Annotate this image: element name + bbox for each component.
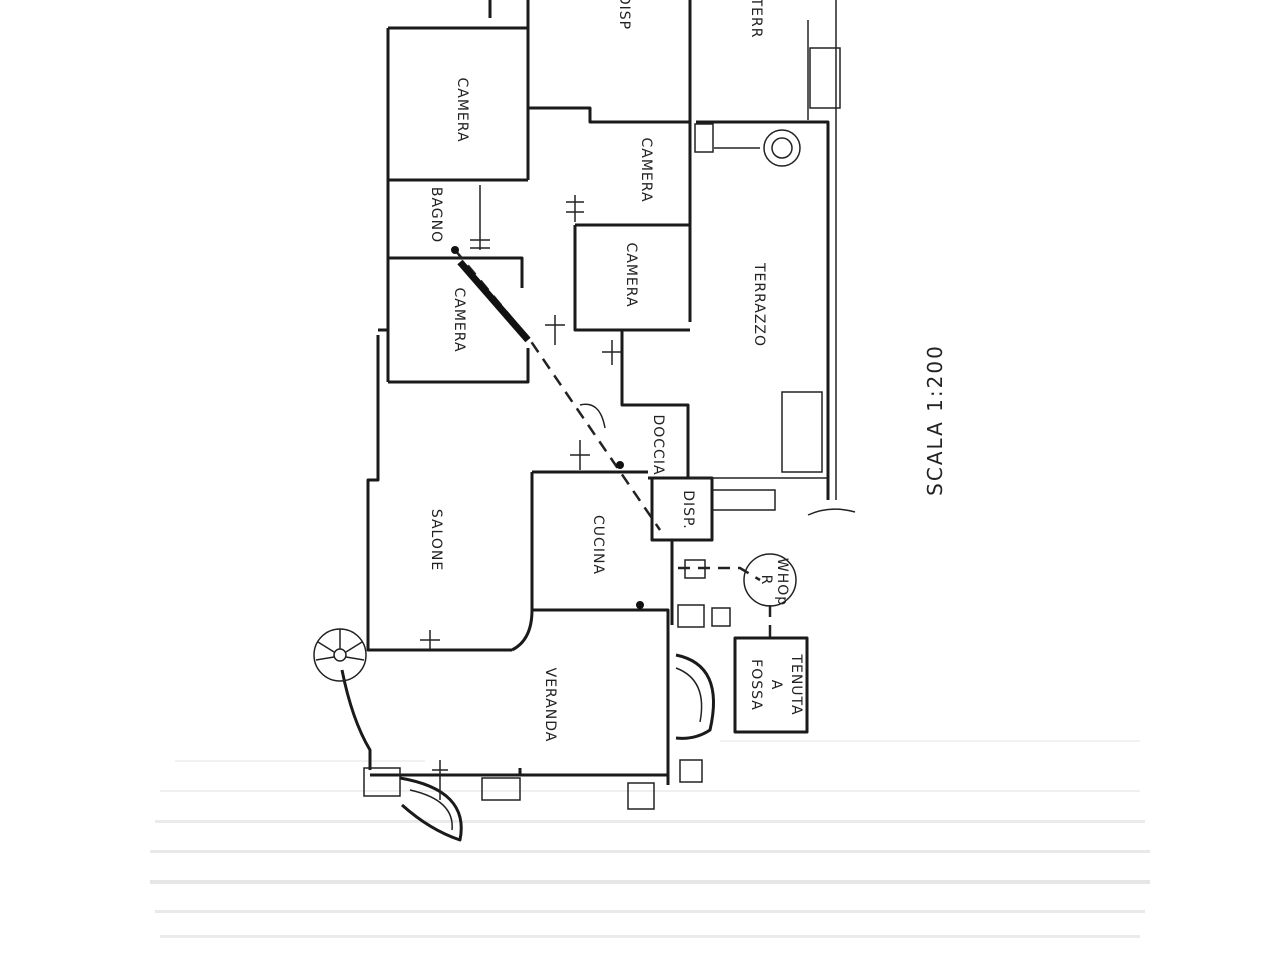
room-label-bagno: BAGNO	[428, 187, 444, 243]
room-label-disp: DISP.	[680, 490, 696, 530]
cistern	[714, 129, 801, 167]
room-label-camera-1: CAMERA	[454, 77, 470, 142]
room-label-salone: SALONE	[428, 509, 444, 571]
stair-bar	[457, 259, 531, 343]
spiral-staircase	[313, 628, 367, 682]
room-label-camera-4: CAMERA	[623, 242, 639, 307]
room-label-top-cut: DISP	[616, 0, 632, 30]
exterior-walls	[366, 0, 692, 652]
fossa-box	[733, 636, 809, 734]
door-ticks	[420, 185, 622, 800]
veranda-walls	[340, 669, 670, 842]
fossa-label-1: FOSSA	[748, 659, 764, 711]
room-label-doccia: DOCCIA	[650, 414, 666, 475]
pozzo-label: R	[758, 575, 774, 586]
fixture-blocks	[363, 47, 841, 810]
arched-door	[675, 653, 715, 740]
fossa-label-2: A	[768, 680, 784, 691]
terrace-outline	[690, 0, 856, 516]
room-label-veranda: VERANDA	[542, 668, 558, 743]
gas-line	[451, 246, 772, 640]
pozzo-circle	[743, 553, 797, 607]
room-label-camera-3: CAMERA	[638, 137, 654, 202]
pozzo-sublabel: WHOp	[774, 558, 790, 606]
room-label-camera-2: CAMERA	[451, 287, 467, 352]
room-label-terrazzo: TERRAZZO	[751, 262, 767, 347]
room-label-terrazzo-top: TERR	[748, 0, 764, 38]
fossa-label-3: TENUTA	[788, 653, 804, 715]
scale-label: SCALA 1:200	[923, 344, 947, 496]
scan-noise	[150, 740, 1150, 938]
room-label-cucina: CUCINA	[590, 515, 606, 575]
